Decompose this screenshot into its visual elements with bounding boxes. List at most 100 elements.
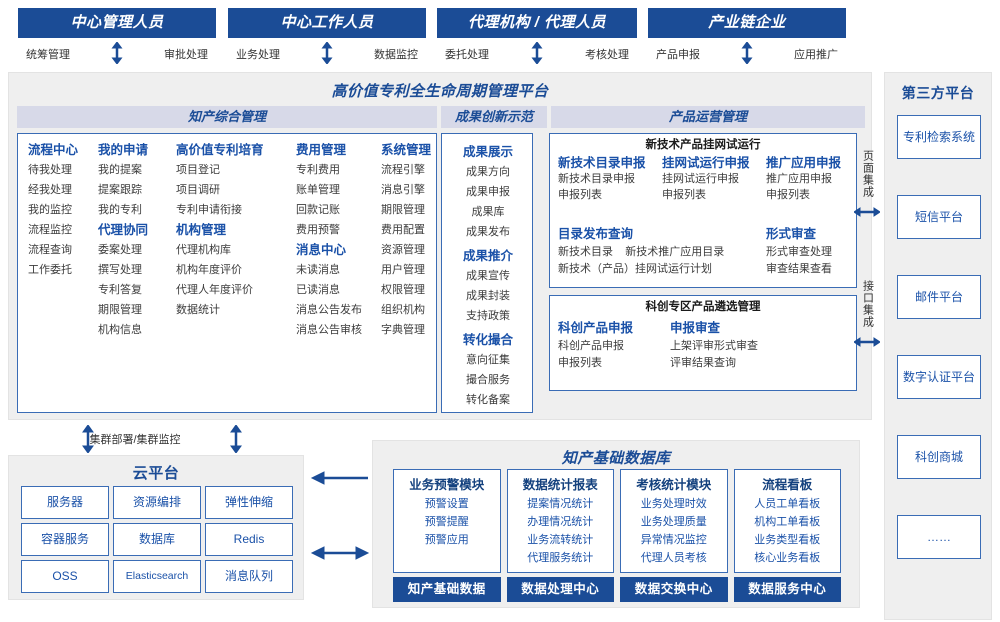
- selection-menu-item[interactable]: 申报列表: [558, 357, 602, 369]
- database-module-item[interactable]: 异常情况监控: [640, 534, 707, 546]
- database-module-item[interactable]: 机构工单看板: [754, 516, 821, 528]
- ipm-menu-item[interactable]: 流程监控: [28, 224, 72, 236]
- innovation-menu-item[interactable]: 意向征集: [466, 354, 510, 366]
- ops-menu-item[interactable]: 申报列表: [662, 189, 706, 201]
- ipm-menu-item[interactable]: 账单管理: [296, 184, 340, 196]
- innovation-menu-item[interactable]: 支持政策: [466, 310, 510, 322]
- ipm-menu-item[interactable]: 回款记账: [296, 204, 340, 216]
- ipm-menu-item[interactable]: 专利申请衔接: [176, 204, 242, 216]
- cloud-service-8[interactable]: Elasticsearch: [113, 560, 201, 593]
- cloud-service-7[interactable]: OSS: [21, 560, 109, 593]
- ipm-menu-item[interactable]: 消息公告发布: [296, 304, 362, 316]
- ipm-menu-item[interactable]: 未读消息: [296, 264, 340, 276]
- database-module-item[interactable]: 业务处理质量: [640, 516, 707, 528]
- database-module-item[interactable]: 人员工单看板: [754, 498, 821, 510]
- ipm-menu-item[interactable]: 已读消息: [296, 284, 340, 296]
- role-title[interactable]: 中心管理人员: [18, 8, 216, 38]
- database-module-item[interactable]: 业务流转统计: [527, 534, 594, 546]
- ipm-menu-item[interactable]: 代理机构库: [176, 244, 231, 256]
- ipm-menu-item[interactable]: 代理人年度评价: [176, 284, 253, 296]
- cloud-service-1[interactable]: 服务器: [21, 486, 109, 519]
- ops-menu-item[interactable]: 申报列表: [558, 189, 602, 201]
- innovation-menu-item[interactable]: 成果申报: [466, 186, 510, 198]
- role-title[interactable]: 中心工作人员: [228, 8, 426, 38]
- innovation-menu-item[interactable]: 成果方向: [466, 166, 510, 178]
- database-footer-label[interactable]: 知产基础数据: [393, 577, 501, 602]
- ipm-menu-item[interactable]: 资源管理: [381, 244, 425, 256]
- database-footer-label[interactable]: 数据处理中心: [506, 577, 614, 602]
- database-module-item[interactable]: 业务处理时效: [640, 498, 707, 510]
- cloud-service-4[interactable]: 容器服务: [21, 523, 109, 556]
- database-module-item[interactable]: 业务类型看板: [754, 534, 821, 546]
- innovation-menu-item[interactable]: 撮合服务: [466, 374, 510, 386]
- ipm-menu-item[interactable]: 撰写处理: [98, 264, 142, 276]
- database-module-item[interactable]: 办理情况统计: [527, 516, 594, 528]
- ipm-menu-item[interactable]: 组织机构: [381, 304, 425, 316]
- ipm-menu-item[interactable]: 数据统计: [176, 304, 220, 316]
- database-footer-label[interactable]: 数据服务中心: [733, 577, 841, 602]
- ipm-menu-item[interactable]: 提案跟踪: [98, 184, 142, 196]
- database-module-item[interactable]: 预警设置: [424, 498, 469, 510]
- innovation-menu-item[interactable]: 成果发布: [466, 226, 510, 238]
- selection-menu-item[interactable]: 上架评审形式审查: [670, 340, 758, 352]
- role-title[interactable]: 产业链企业: [648, 8, 846, 38]
- selection-menu-item[interactable]: 科创产品申报: [558, 340, 624, 352]
- ipm-menu-item[interactable]: 工作委托: [28, 264, 72, 276]
- third-party-item-4[interactable]: 数字认证平台: [897, 355, 981, 399]
- third-party-item-2[interactable]: 短信平台: [897, 195, 981, 239]
- ipm-menu-item[interactable]: 项目调研: [176, 184, 220, 196]
- ipm-menu-item[interactable]: 机构信息: [98, 324, 142, 336]
- ipm-menu-item[interactable]: 我的监控: [28, 204, 72, 216]
- ipm-menu-item[interactable]: 委案处理: [98, 244, 142, 256]
- role-title[interactable]: 代理机构 / 代理人员: [437, 8, 637, 38]
- ipm-menu-item[interactable]: 期限管理: [98, 304, 142, 316]
- ipm-menu-item[interactable]: 费用配置: [381, 224, 425, 236]
- ipm-menu-item[interactable]: 项目登记: [176, 164, 220, 176]
- ipm-menu-item[interactable]: 流程查询: [28, 244, 72, 256]
- ipm-menu-item[interactable]: 费用预警: [296, 224, 340, 236]
- database-module-item[interactable]: 预警应用: [424, 534, 469, 546]
- ipm-menu-item[interactable]: 待我处理: [28, 164, 72, 176]
- ops-menu-item[interactable]: 推广应用申报: [766, 173, 832, 185]
- ops-menu-item[interactable]: 挂网试运行申报: [662, 173, 739, 185]
- selection-menu-item[interactable]: 评审结果查询: [670, 357, 736, 369]
- database-module-item[interactable]: 预警提醒: [424, 516, 469, 528]
- cloud-service-9[interactable]: 消息队列: [205, 560, 293, 593]
- ipm-menu-item[interactable]: 消息公告审核: [296, 324, 362, 336]
- ops-query-item[interactable]: 审查结果查看: [766, 263, 832, 275]
- cloud-service-5[interactable]: 数据库: [113, 523, 201, 556]
- ipm-menu-item[interactable]: 用户管理: [381, 264, 425, 276]
- third-party-item-1[interactable]: 专利检索系统: [897, 115, 981, 159]
- ipm-menu-item[interactable]: 专利答复: [98, 284, 142, 296]
- innovation-menu-item[interactable]: 转化备案: [466, 394, 510, 406]
- ops-menu-item[interactable]: 申报列表: [766, 189, 810, 201]
- third-party-item-5[interactable]: 科创商城: [897, 435, 981, 479]
- third-party-item-3[interactable]: 邮件平台: [897, 275, 981, 319]
- database-module-item[interactable]: 提案情况统计: [527, 498, 594, 510]
- database-module-item[interactable]: 代理人员考核: [640, 552, 707, 564]
- ops-query-item[interactable]: 新技术（产品）挂网试运行计划: [558, 263, 712, 275]
- cloud-service-3[interactable]: 弹性伸缩: [205, 486, 293, 519]
- third-party-item-6[interactable]: ……: [897, 515, 981, 559]
- ipm-menu-item[interactable]: 字典管理: [381, 324, 425, 336]
- database-module-item[interactable]: 代理服务统计: [527, 552, 594, 564]
- ipm-menu-item[interactable]: 权限管理: [381, 284, 425, 296]
- ipm-menu-item[interactable]: 机构年度评价: [176, 264, 242, 276]
- ipm-menu-item[interactable]: 我的专利: [98, 204, 142, 216]
- ops-query-item[interactable]: 新技术目录 新技术推广应用目录: [558, 246, 725, 258]
- cloud-service-6[interactable]: Redis: [205, 523, 293, 556]
- cloud-service-2[interactable]: 资源编排: [113, 486, 201, 519]
- ops-query-item[interactable]: 形式审查处理: [766, 246, 832, 258]
- ipm-menu-item[interactable]: 经我处理: [28, 184, 72, 196]
- ipm-menu-item[interactable]: 流程引擎: [381, 164, 425, 176]
- innovation-menu-item[interactable]: 成果库: [471, 206, 505, 218]
- database-module-item[interactable]: 核心业务看板: [754, 552, 821, 564]
- ipm-menu-item[interactable]: 消息引擎: [381, 184, 425, 196]
- ops-menu-item[interactable]: 新技术目录申报: [558, 173, 635, 185]
- innovation-menu-item[interactable]: 成果宣传: [466, 270, 510, 282]
- innovation-menu-item[interactable]: 成果封装: [466, 290, 510, 302]
- ipm-menu-item[interactable]: 期限管理: [381, 204, 425, 216]
- ipm-menu-item[interactable]: 专利费用: [296, 164, 340, 176]
- ipm-menu-item[interactable]: 我的提案: [98, 164, 142, 176]
- database-footer-label[interactable]: 数据交换中心: [620, 577, 728, 602]
